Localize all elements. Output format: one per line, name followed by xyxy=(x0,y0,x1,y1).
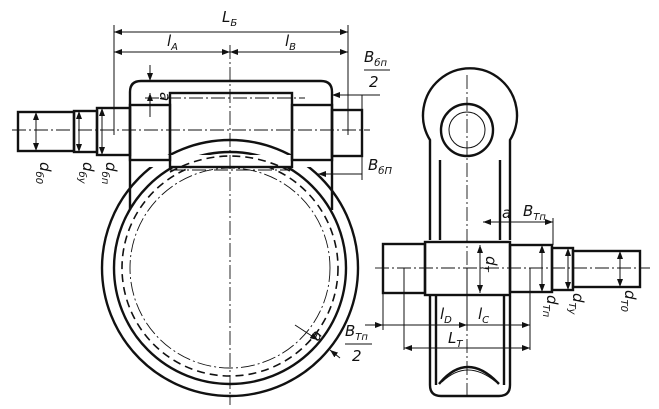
strap-lower xyxy=(428,296,512,398)
label-a-left: a xyxy=(156,92,174,101)
label-d_b0: dб0 xyxy=(33,162,54,184)
label-l_A: lA xyxy=(167,32,178,53)
eye-outer xyxy=(421,67,519,240)
label-B_Tp_half-den: 2 xyxy=(352,347,362,365)
label-d_by: dбу xyxy=(76,162,97,185)
label-B_Tp: BTп xyxy=(523,202,546,223)
label-B_bP: BбП xyxy=(368,156,392,177)
journal-right xyxy=(290,103,334,162)
dimension-labels: LБ lA lB Bбп 2 a BбП dб0 dбу dбп a BTп 2… xyxy=(33,8,639,365)
label-L_T: LT xyxy=(448,329,463,350)
label-B_Tp_half: BTп xyxy=(345,322,368,343)
shaft-step-1 xyxy=(16,110,76,153)
shaft-step-2 xyxy=(72,109,99,154)
label-l_D: lD xyxy=(440,305,452,326)
trunnion-end xyxy=(571,249,642,289)
label-a-right: a xyxy=(502,204,511,222)
bracket-frame xyxy=(128,79,334,210)
label-d_bp: dбп xyxy=(99,162,120,185)
label-l_B: lB xyxy=(285,32,296,53)
label-d_Ty: dTу xyxy=(566,293,587,316)
label-d_T0: dT0 xyxy=(618,290,639,312)
trunnion-right xyxy=(508,243,554,294)
label-d_T: dT xyxy=(479,256,500,273)
label-B_bp_half-den: 2 xyxy=(369,73,379,91)
left-view-bracket xyxy=(12,25,380,405)
right-view-trunnion xyxy=(365,67,650,400)
label-d_Tp: dTп xyxy=(540,295,561,318)
label-L_B: LБ xyxy=(222,8,237,29)
label-l_C: lC xyxy=(478,305,489,326)
shaft-stub-right xyxy=(330,108,364,158)
trunnion-step xyxy=(550,246,575,292)
label-B_bp_half: Bбп xyxy=(364,48,387,69)
